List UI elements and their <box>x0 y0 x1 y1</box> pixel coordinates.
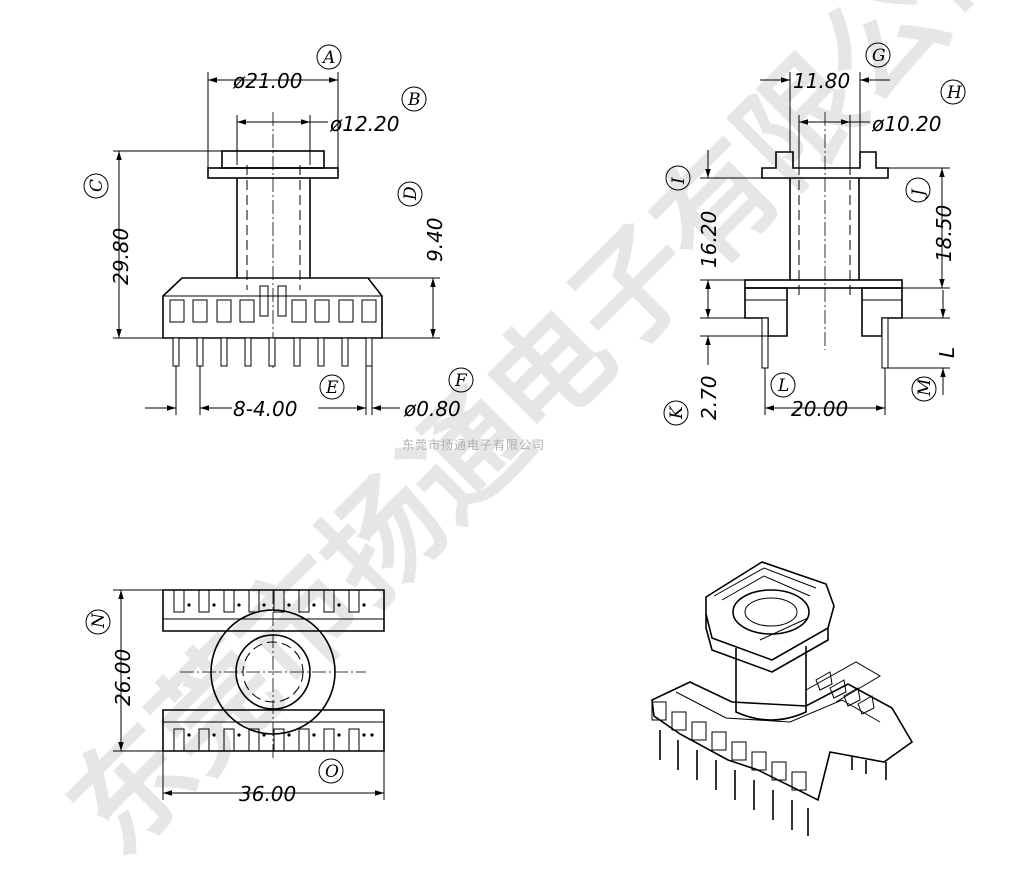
dim-a-text: ø21.00 <box>232 69 303 93</box>
label-l: L <box>777 376 789 396</box>
bottom-bottom-slots <box>173 728 374 751</box>
dim-j-text: 18.50 <box>932 205 956 262</box>
label-j: J <box>909 188 929 199</box>
label-g: G <box>872 46 886 66</box>
label-g-circle <box>865 42 891 68</box>
dim-n-text: 26.00 <box>111 649 135 706</box>
front-pins <box>172 337 373 367</box>
label-d-circle <box>397 181 423 207</box>
label-i-circle <box>665 165 691 191</box>
bottom-top-comb <box>162 589 385 632</box>
iso-base-body <box>651 681 914 802</box>
watermark-small-text: 东莞市扬通电子有限公司 <box>402 437 545 452</box>
dim-i-text: 16.20 <box>697 211 721 268</box>
label-i: I <box>669 177 689 185</box>
dim-k-text: 2.70 <box>697 375 721 420</box>
iso-core-tube <box>735 646 807 721</box>
dim-d-text: 9.40 <box>423 217 447 262</box>
label-n-circle <box>85 609 111 635</box>
label-o-circle <box>318 758 344 784</box>
front-base <box>162 277 383 339</box>
label-o: O <box>325 762 339 782</box>
front-view: ø21.00 A ø12.20 B 29.80 C 9.40 D <box>83 44 474 421</box>
label-n: N <box>89 612 109 629</box>
label-e: E <box>325 378 339 398</box>
label-m-circle <box>911 376 937 402</box>
side-view: 11.80 G ø10.20 H 16.20 I 18.50 J <box>663 42 966 426</box>
label-k: K <box>667 405 687 420</box>
dim-g-text: 11.80 <box>793 69 850 93</box>
bottom-view: 26.00 N 36.00 O <box>85 589 385 806</box>
label-f-circle <box>448 367 474 393</box>
iso-pins <box>659 730 887 836</box>
side-base-plate <box>744 279 903 289</box>
label-a-circle <box>316 44 342 70</box>
bottom-top-slots <box>173 590 366 613</box>
dim-o-text: 36.00 <box>239 782 296 806</box>
dim-c-text: 29.80 <box>109 228 133 285</box>
dim-f-text: ø0.80 <box>403 397 461 421</box>
label-c: C <box>87 179 107 192</box>
label-k-circle <box>663 400 689 426</box>
dim-m-text: L <box>935 347 959 358</box>
label-c-circle <box>83 173 109 199</box>
label-b: B <box>407 90 421 110</box>
label-m: M <box>915 378 935 397</box>
label-h: H <box>946 83 963 103</box>
side-pin-left <box>761 317 769 369</box>
label-j-circle <box>905 177 931 203</box>
label-e-circle <box>319 374 345 400</box>
label-d: D <box>401 186 421 201</box>
side-pin-right <box>881 317 889 369</box>
isometric-view <box>651 561 914 836</box>
iso-top-flange <box>705 561 835 661</box>
label-h-circle <box>940 79 966 105</box>
front-base-slots <box>169 285 377 323</box>
label-f: F <box>454 371 468 391</box>
iso-top-bore <box>732 589 810 635</box>
dim-e-text: 8-4.00 <box>233 397 297 421</box>
label-b-circle <box>401 86 427 112</box>
iso-right-fins <box>815 671 875 715</box>
iso-front-fins <box>651 701 807 791</box>
label-a: A <box>321 48 335 68</box>
dim-l-text: 20.00 <box>791 397 848 421</box>
dim-h-text: ø10.20 <box>871 112 942 136</box>
label-l-circle <box>770 372 796 398</box>
dim-b-text: ø12.20 <box>329 112 400 136</box>
